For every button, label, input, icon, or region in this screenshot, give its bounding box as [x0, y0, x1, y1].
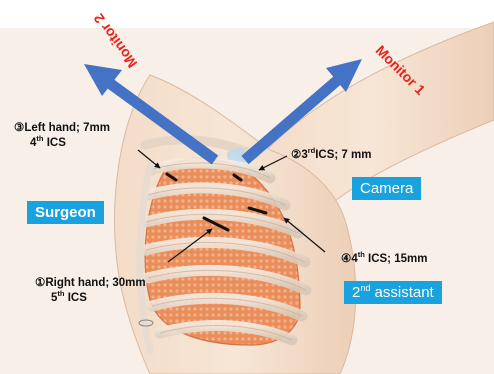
- port-1-text: Right hand; 30mm: [45, 277, 145, 289]
- port-1-label: ①Right hand; 30mm 5th ICS: [35, 276, 146, 306]
- assistant-text: assistant: [375, 284, 434, 301]
- port-4-number: ④: [341, 253, 351, 265]
- port-3-text: Left hand; 7mm: [24, 122, 110, 134]
- port-3-number: ③: [14, 122, 24, 134]
- port-4-text: ICS; 15mm: [368, 253, 427, 265]
- port-3-ics: ICS: [47, 137, 66, 149]
- port-2-text: ICS; 7 mm: [315, 149, 371, 161]
- surgeon-label: Surgeon: [27, 201, 104, 224]
- port-1-ics: ICS: [68, 292, 87, 304]
- port-2-number: ②: [291, 149, 301, 161]
- assistant-sup: nd: [360, 283, 370, 293]
- port-1-number: ①: [35, 277, 45, 289]
- port-3-label: ③Left hand; 7mm 4th ICS: [14, 121, 110, 151]
- port-2-label: ②3rdICS; 7 mm: [291, 148, 371, 163]
- port-4-ics-sup: th: [358, 250, 365, 259]
- surgeon-text: Surgeon: [35, 204, 96, 221]
- port-3-ics-sup: th: [36, 134, 43, 143]
- port-4-label: ④4th ICS; 15mm: [341, 252, 427, 267]
- port-1-ics-sup: th: [57, 289, 64, 298]
- assistant-label: 2nd assistant: [344, 281, 442, 304]
- camera-text: Camera: [360, 180, 413, 197]
- camera-label: Camera: [352, 177, 421, 200]
